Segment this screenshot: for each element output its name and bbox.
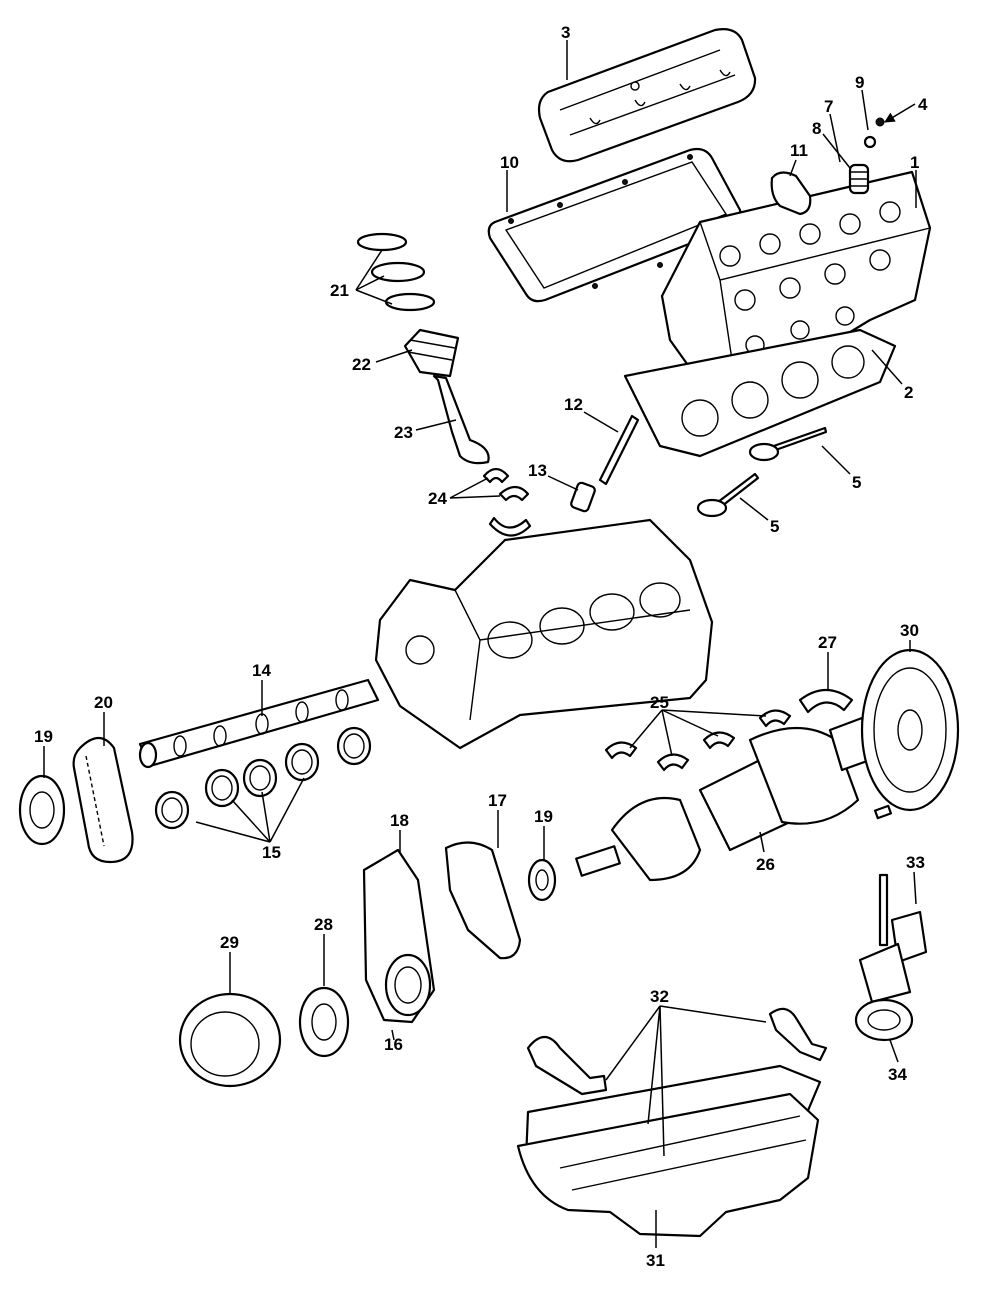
callout-17: 17: [488, 791, 507, 810]
head-gasket: [623, 328, 897, 458]
callout-33: 33: [906, 853, 925, 872]
valve-cover: [537, 28, 757, 163]
callout-15: 15: [262, 843, 281, 862]
callout-10: 4: [918, 95, 928, 114]
crankshaft: [575, 716, 872, 882]
callout-19b: 19: [534, 807, 553, 826]
callout-34: 34: [888, 1065, 907, 1084]
callout-9: 9: [855, 73, 864, 92]
callout-3: 3: [561, 23, 570, 42]
cam-bearings: [154, 726, 372, 830]
callout-28: 28: [314, 915, 333, 934]
callout-5b: 5: [770, 517, 779, 536]
valve-cover-gasket: [487, 147, 742, 303]
pushrod: [598, 414, 640, 486]
cam-sprocket: [18, 774, 66, 846]
callout-5a: 5: [852, 473, 861, 492]
callout-13: 13: [528, 461, 547, 480]
valve-spring-parts: [770, 117, 885, 216]
callout-23: 23: [394, 423, 413, 442]
timing-cover-gasket: [444, 841, 522, 960]
rod-bearings: [482, 467, 532, 537]
callout-1: 1: [910, 153, 919, 172]
callout-20: 20: [94, 693, 113, 712]
callout-27: 27: [818, 633, 837, 652]
callout-11: 11: [790, 141, 808, 160]
oil-pump: [858, 873, 928, 1004]
callout-30: 30: [900, 621, 919, 640]
callout-2: 2: [904, 383, 913, 402]
crank-sprocket: [527, 858, 557, 902]
camshaft: [138, 678, 380, 769]
timing-chain: [72, 736, 134, 864]
lifter: [570, 481, 596, 513]
connecting-rod: [432, 374, 490, 465]
callout-32: 32: [650, 987, 669, 1006]
callout-29: 29: [220, 933, 239, 952]
callout-19a: 19: [34, 727, 53, 746]
callout-8: 8: [812, 119, 821, 138]
valves: [696, 426, 828, 518]
crank-pulley: [298, 986, 350, 1058]
timing-cover: [362, 848, 436, 1024]
callout-16: 16: [384, 1035, 403, 1054]
oil-pan: [516, 1092, 820, 1238]
callout-22: 22: [352, 355, 371, 374]
callout-4: 10: [500, 153, 519, 172]
leader-lines: [43, 40, 917, 1248]
callout-14: 14: [252, 661, 271, 680]
flywheel: [860, 648, 960, 820]
callout-31: 31: [646, 1251, 665, 1270]
callout-18: 18: [390, 811, 409, 830]
callout-7: 7: [824, 97, 833, 116]
callout-26: 26: [756, 855, 775, 874]
callout-12: 12: [564, 395, 583, 414]
oil-pickup: [854, 998, 914, 1042]
callout-21: 21: [330, 281, 349, 300]
piston-rings: [356, 232, 436, 312]
piston: [403, 328, 460, 378]
harmonic-balancer: [178, 992, 282, 1088]
engine-block: [374, 518, 714, 750]
callout-25: 25: [650, 693, 669, 712]
callout-24: 24: [428, 489, 447, 508]
callout-labels: 3 10 1 2 5 5 7 8 9 4 11 12 13 14 15 16 1…: [34, 23, 928, 1270]
